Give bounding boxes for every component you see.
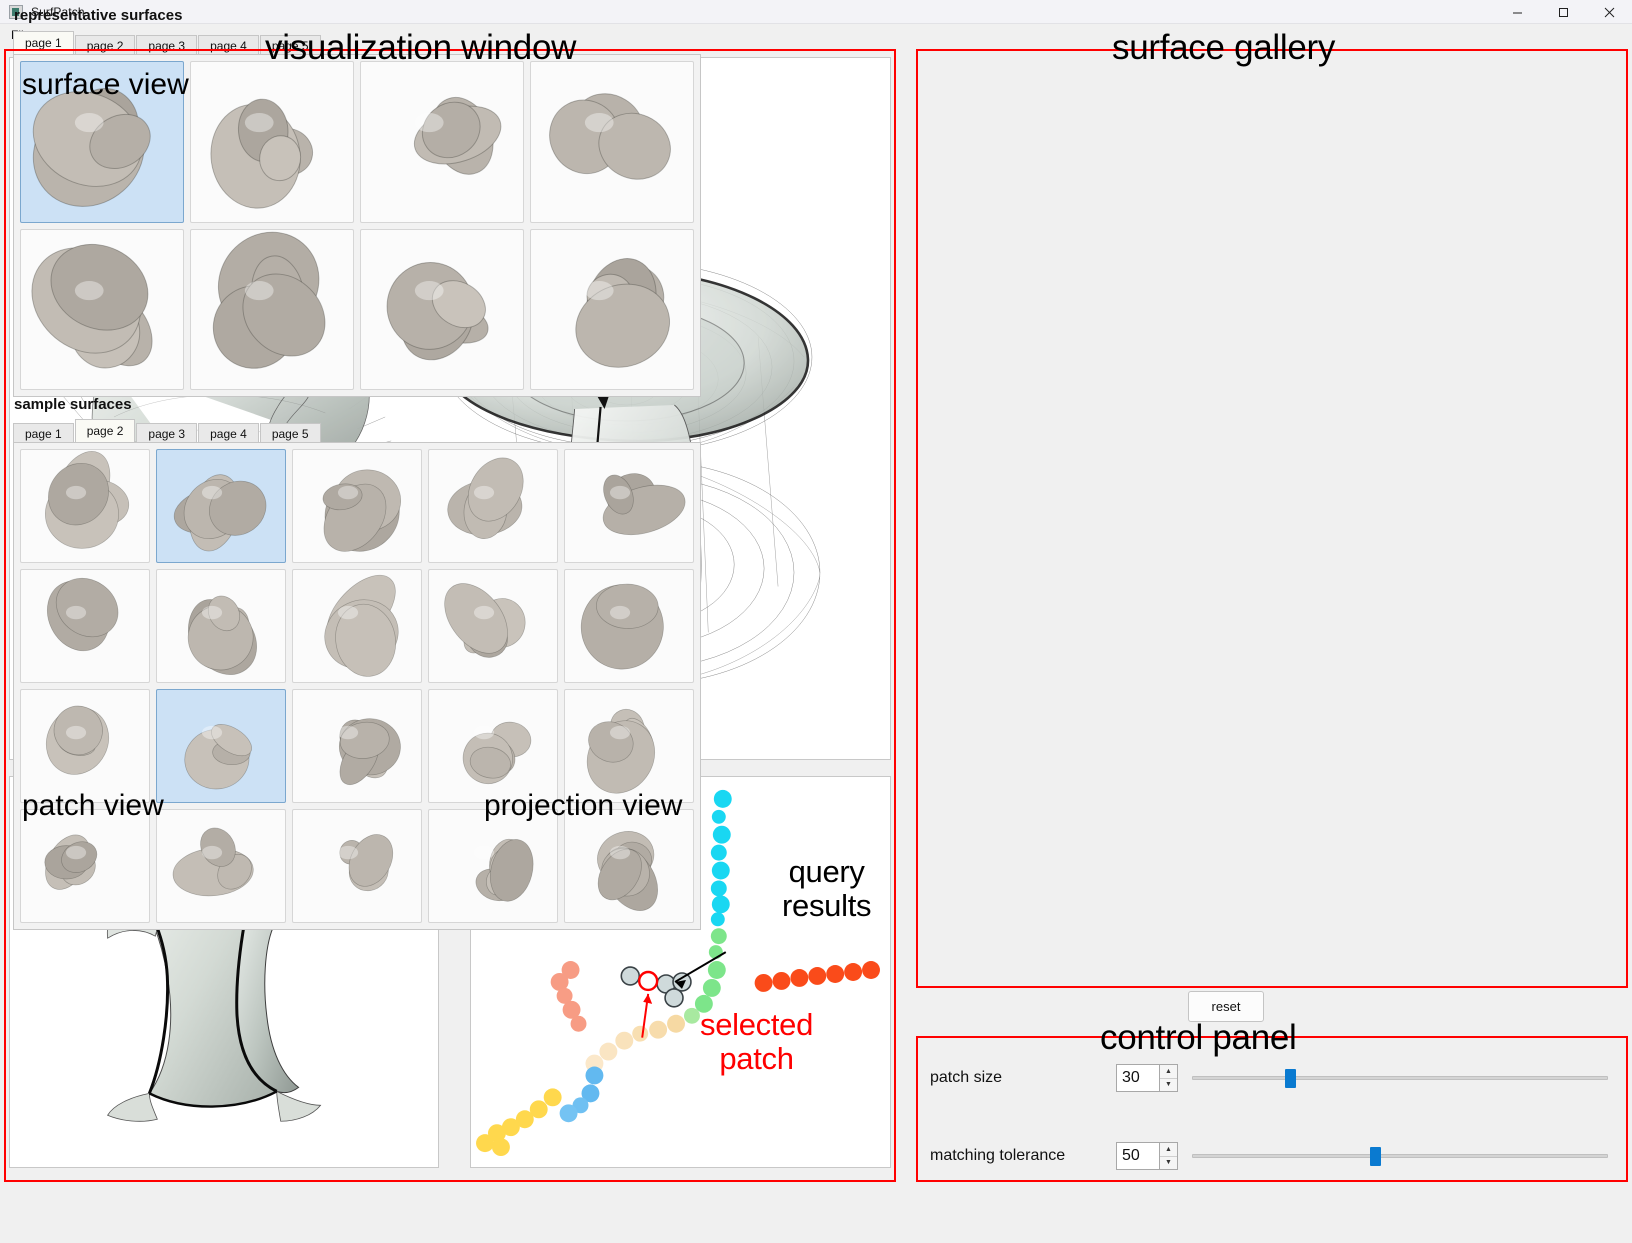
- representative-thumbnail[interactable]: [190, 61, 354, 223]
- patch-size-slider[interactable]: [1192, 1064, 1608, 1092]
- sample-tab-2[interactable]: page 2: [74, 419, 136, 442]
- representative-surfaces-title: representative surfaces: [14, 7, 183, 24]
- sample-thumbnail[interactable]: [20, 809, 150, 923]
- matching-tolerance-step-down-icon[interactable]: ▼: [1165, 1159, 1172, 1167]
- representative-thumbnail[interactable]: [20, 228, 184, 390]
- window-buttons: [1494, 0, 1632, 24]
- maximize-icon[interactable]: [1540, 0, 1586, 24]
- surface-view-label: surface view: [22, 68, 189, 101]
- matching-tolerance-slider-track: [1192, 1154, 1608, 1158]
- reset-button[interactable]: reset: [1188, 991, 1264, 1022]
- sample-surfaces-title: sample surfaces: [14, 396, 132, 413]
- sample-thumbnail[interactable]: [564, 689, 694, 803]
- sample-thumbnail[interactable]: [292, 449, 422, 563]
- patch-size-label: patch size: [930, 1069, 1003, 1086]
- sample-thumbnail[interactable]: [156, 569, 286, 683]
- title-bar: SurfPatch: [0, 0, 1632, 24]
- representative-thumbnail[interactable]: [20, 61, 184, 223]
- surface-gallery-frame: [916, 49, 1628, 988]
- query-results-annotation: query results: [782, 854, 872, 923]
- patch-size-step-down-icon[interactable]: ▼: [1165, 1081, 1172, 1089]
- sample-thumbnail[interactable]: [292, 809, 422, 923]
- sample-thumbnail[interactable]: [564, 449, 694, 563]
- close-icon[interactable]: [1586, 0, 1632, 24]
- sample-thumbnail[interactable]: [156, 809, 286, 923]
- representative-tab-4[interactable]: page 4: [198, 35, 259, 56]
- sample-tab-5[interactable]: page 5: [259, 423, 321, 444]
- patch-size-slider-thumb[interactable]: [1285, 1069, 1297, 1088]
- patch-size-step-up-icon[interactable]: ▲: [1160, 1065, 1177, 1079]
- representative-tab-1[interactable]: page 1: [13, 31, 74, 54]
- sample-tab-1[interactable]: page 1: [13, 423, 74, 444]
- matching-tolerance-step-up-icon[interactable]: ▲: [1160, 1143, 1177, 1157]
- matching-tolerance-slider-thumb[interactable]: [1370, 1147, 1382, 1166]
- sample-thumbnail[interactable]: [156, 449, 286, 563]
- patch-view-label: patch view: [22, 789, 164, 822]
- sample-thumbnail[interactable]: [292, 689, 422, 803]
- representative-tab-2[interactable]: page 2: [74, 35, 136, 56]
- minimize-icon[interactable]: [1494, 0, 1540, 24]
- sample-thumbnail[interactable]: [564, 809, 694, 923]
- sample-thumbnail[interactable]: [428, 449, 558, 563]
- sample-thumbnail[interactable]: [292, 569, 422, 683]
- control-panel: patch size 30 ▲ ▼ matching tolerance 50 …: [916, 1036, 1628, 1182]
- visualization-window-annotation: visualization window: [265, 28, 577, 67]
- sample-thumbnail[interactable]: [156, 689, 286, 803]
- representative-thumbnail[interactable]: [530, 228, 694, 390]
- sample-thumbnail[interactable]: [20, 449, 150, 563]
- patch-size-stepper[interactable]: ▲ ▼: [1160, 1064, 1178, 1092]
- patch-size-input[interactable]: 30: [1116, 1064, 1160, 1092]
- matching-tolerance-slider[interactable]: [1192, 1142, 1608, 1170]
- selected-patch-annotation: selected patch: [700, 1007, 814, 1076]
- patch-size-slider-track: [1192, 1076, 1608, 1080]
- surface-gallery-annotation: surface gallery: [1112, 28, 1336, 67]
- representative-thumbnail[interactable]: [190, 228, 354, 390]
- matching-tolerance-row: matching tolerance 50 ▲ ▼: [916, 1136, 1628, 1176]
- control-panel-annotation: control panel: [1100, 1018, 1297, 1057]
- matching-tolerance-stepper[interactable]: ▲ ▼: [1160, 1142, 1178, 1170]
- sample-thumbnail[interactable]: [564, 569, 694, 683]
- representative-tab-3[interactable]: page 3: [136, 35, 198, 56]
- representative-thumbnail[interactable]: [360, 228, 524, 390]
- sample-thumbnail[interactable]: [428, 569, 558, 683]
- representative-thumbnail[interactable]: [530, 61, 694, 223]
- sample-thumbnail[interactable]: [20, 569, 150, 683]
- matching-tolerance-label: matching tolerance: [930, 1147, 1066, 1164]
- sample-thumbnail[interactable]: [20, 689, 150, 803]
- sample-thumb-grid: [13, 442, 701, 930]
- sample-tab-4[interactable]: page 4: [198, 423, 259, 444]
- sample-tab-3[interactable]: page 3: [136, 423, 198, 444]
- projection-view-label: projection view: [484, 789, 683, 822]
- app-icon: [9, 4, 23, 19]
- patch-size-row: patch size 30 ▲ ▼: [916, 1058, 1628, 1098]
- sample-thumbnail[interactable]: [428, 809, 558, 923]
- representative-thumbnail[interactable]: [360, 61, 524, 223]
- sample-thumbnail[interactable]: [428, 689, 558, 803]
- selected-patch-marker: [638, 970, 659, 992]
- representative-thumb-grid: [13, 54, 701, 397]
- matching-tolerance-input[interactable]: 50: [1116, 1142, 1160, 1170]
- window-title: SurfPatch: [31, 4, 85, 19]
